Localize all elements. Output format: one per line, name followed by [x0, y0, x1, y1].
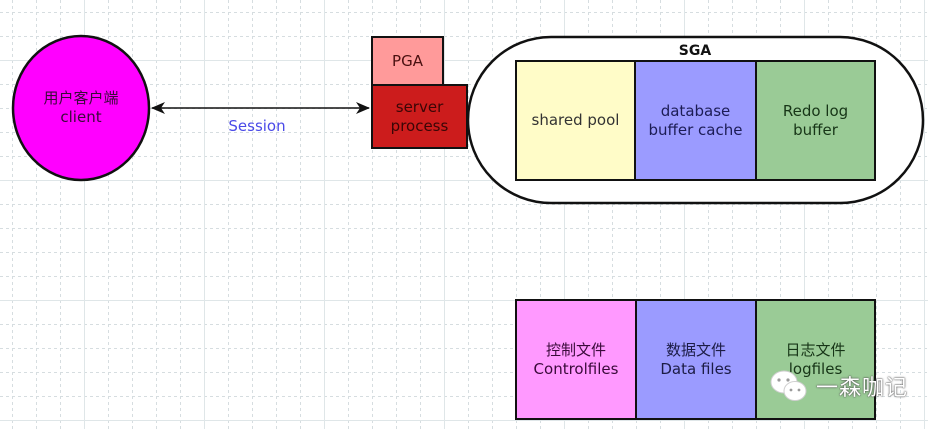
- redo-log-line2: buffer: [793, 120, 838, 139]
- controlfiles-box[interactable]: 控制文件 Controlfiles: [515, 299, 637, 420]
- pga-box[interactable]: PGA: [371, 36, 444, 86]
- pga-label: PGA: [392, 51, 423, 70]
- buffer-cache-line1: database: [660, 101, 731, 120]
- datafiles-box[interactable]: 数据文件 Data files: [635, 299, 757, 420]
- session-label: Session: [207, 116, 307, 136]
- controlfiles-cn: 控制文件: [545, 340, 606, 359]
- server-process-line2: process: [390, 116, 449, 135]
- sga-buffer-cache-box[interactable]: database buffer cache: [634, 60, 757, 181]
- session-text: Session: [228, 116, 286, 135]
- client-circle[interactable]: [11, 34, 151, 182]
- datafiles-en: Data files: [660, 359, 732, 378]
- watermark: 一森咖记: [768, 366, 908, 406]
- client-label-cn: 用户客户端: [43, 89, 119, 107]
- sga-redo-log-buffer-box[interactable]: Redo log buffer: [755, 60, 876, 181]
- shared-pool-label: shared pool: [531, 111, 620, 129]
- logfiles-en: logfiles: [788, 359, 843, 378]
- client-label-en: client: [60, 108, 102, 126]
- sga-title-text: SGA: [678, 42, 712, 59]
- datafiles-cn: 数据文件: [665, 340, 726, 359]
- watermark-text: 一森咖记: [816, 376, 909, 401]
- logfiles-cn: 日志文件: [785, 340, 846, 359]
- buffer-cache-line2: buffer cache: [648, 120, 743, 139]
- controlfiles-en: Controlfiles: [533, 359, 619, 378]
- server-process-line1: server: [395, 97, 444, 116]
- logfiles-box[interactable]: 日志文件 logfiles: [755, 299, 876, 420]
- sga-shared-pool-box[interactable]: shared pool: [515, 60, 636, 181]
- sga-title: SGA: [655, 42, 735, 60]
- redo-log-line1: Redo log: [782, 101, 849, 120]
- wechat-icon: [770, 370, 807, 401]
- server-process-box[interactable]: server process: [371, 84, 468, 149]
- client-label: 用户客户端 client: [13, 36, 149, 180]
